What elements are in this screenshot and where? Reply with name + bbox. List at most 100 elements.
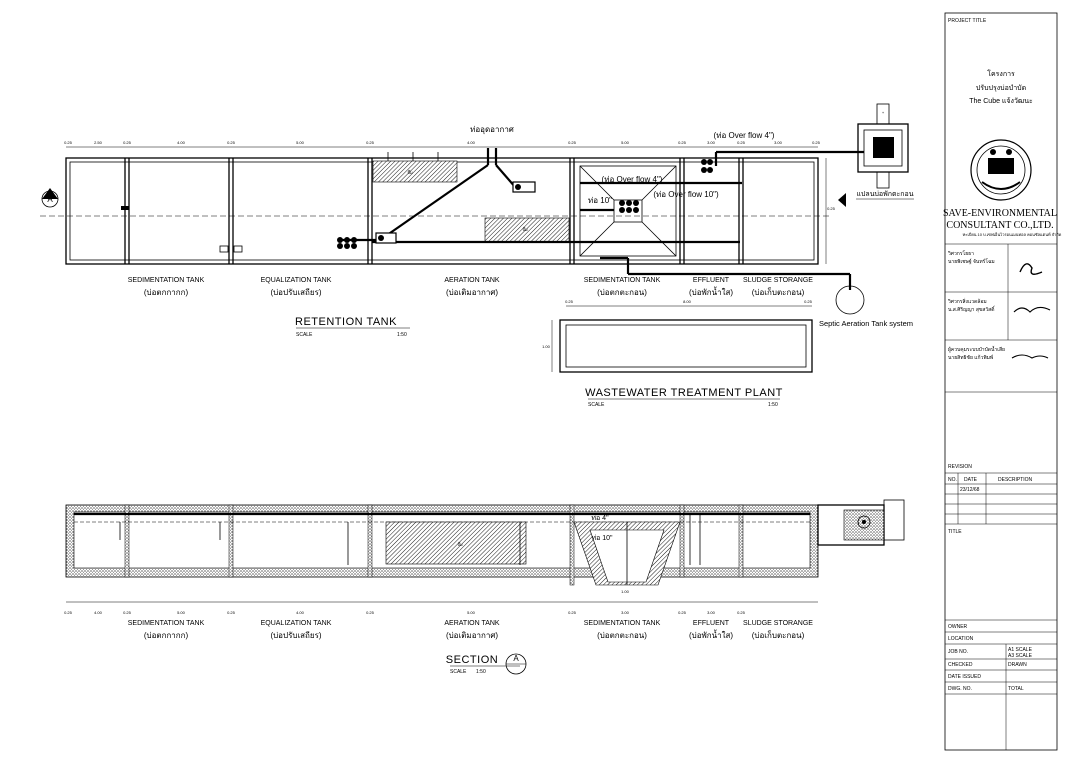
signature-env-engineer [1013, 306, 1051, 313]
dimension-label: 5.00 [177, 610, 186, 615]
svg-text:0.25: 0.25 [565, 299, 574, 304]
svg-text:1.00: 1.00 [621, 589, 630, 594]
dimension-label: 0.25 [568, 140, 577, 145]
plan-pipes [340, 148, 864, 290]
svg-text:ท่อ 4": ท่อ 4" [591, 515, 609, 522]
svg-text:ปั๊ม: ปั๊ม [522, 226, 528, 232]
retention-tank-plan: 0.25 2.50 0.25 4.00 0.25 5.00 0.25 4.00 0.25 5.00… [40, 103, 914, 338]
aeration-diffuser-block [372, 160, 458, 183]
tank-name-label: EQUALIZATION TANK [261, 277, 332, 284]
svg-text:ปั๊ม: ปั๊ม [407, 169, 413, 175]
dimension-label: 5.00 [621, 140, 630, 145]
dimension-label: 0.25 [64, 610, 73, 615]
svg-text:ทะเบียน 10 บ.เซฟเอ็นไวรอนเมนทอ: ทะเบียน 10 บ.เซฟเอ็นไวรอนเมนทอล คอนซัลแต… [963, 231, 1062, 237]
tank-name-label: SEDIMENTATION TANK [128, 277, 205, 284]
svg-text:Septic Aeration Tank system: Septic Aeration Tank system [819, 319, 913, 328]
svg-text:ปั๊ม: ปั๊ม [457, 541, 463, 547]
svg-text:WASTEWATER TREATMENT PLANT: WASTEWATER TREATMENT PLANT [585, 387, 783, 399]
plan-tank-labels: SEDIMENTATION TANK(บ่อตกกากก)EQUALIZATIO… [128, 277, 814, 297]
dimension-label: 0.25 [123, 610, 132, 615]
pump-icon [121, 159, 713, 253]
dimension-label: 0.25 [737, 140, 746, 145]
svg-text:โครงการ: โครงการ [987, 69, 1015, 78]
svg-text:A1 SCALE: A1 SCALE [1008, 647, 1033, 653]
dimension-label: 4.00 [467, 140, 476, 145]
section-arrow-right [838, 193, 846, 207]
svg-text:ท่อ 10": ท่อ 10" [591, 535, 613, 542]
title-block: PROJECT TITLE โครงการ ปรับปรุงบ่อบำบัด T… [943, 12, 1062, 751]
svg-text:1.00: 1.00 [542, 344, 551, 349]
dimension-label: 3.00 [707, 140, 716, 145]
dimension-label: 0.25 [568, 610, 577, 615]
svg-text:ผู้ควบคุมระบบบำบัดน้ำเสีย: ผู้ควบคุมระบบบำบัดน้ำเสีย [948, 344, 1005, 353]
svg-text:วิศวกรสิ่งแวดล้อม: วิศวกรสิ่งแวดล้อม [948, 298, 987, 305]
svg-text:ท่ออุดอากาศ: ท่ออุดอากาศ [470, 125, 514, 134]
svg-text:SAVE-ENVIRONMENTAL: SAVE-ENVIRONMENTAL [943, 208, 1057, 219]
dimension-label: 0.25 [737, 610, 746, 615]
svg-text:JOB NO.: JOB NO. [948, 649, 968, 655]
tank-thai-label: (บ่อตกตะกอน) [597, 631, 647, 640]
tank-name-label: EFFLUENT [693, 620, 730, 627]
dimension-label: 4.00 [296, 610, 305, 615]
svg-text:8.00: 8.00 [683, 299, 692, 304]
dimension-label: 0.25 [366, 140, 375, 145]
svg-text:SECTION: SECTION [446, 654, 498, 666]
svg-text:CHECKED: CHECKED [948, 662, 973, 668]
tank-thai-label: (บ่อตกกากก) [144, 631, 189, 640]
tank-name-label: SEDIMENTATION TANK [584, 277, 661, 284]
svg-text:วิศวกรโยธา: วิศวกรโยธา [948, 250, 974, 257]
dimension-label: 5.00 [296, 140, 305, 145]
svg-text:DATE: DATE [964, 477, 978, 483]
dimension-label: 3.00 [774, 140, 783, 145]
section-tank-labels: SEDIMENTATION TANK(บ่อตกกากก)EQUALIZATIO… [128, 620, 814, 640]
tank-name-label: SEDIMENTATION TANK [128, 620, 205, 627]
svg-text:แปลนบ่อพักตะกอน: แปลนบ่อพักตะกอน [856, 190, 913, 198]
tank-name-label: SLUDGE STORANGE [743, 277, 813, 284]
dimension-label: 3.00 [621, 610, 630, 615]
plan-partitions [124, 158, 744, 264]
svg-text:LOCATION: LOCATION [948, 636, 974, 642]
tank-name-label: SLUDGE STORANGE [743, 620, 813, 627]
svg-text:DESCRIPTION: DESCRIPTION [998, 477, 1033, 483]
tank-thai-label: (บ่อตกตะกอน) [597, 288, 647, 297]
svg-text:SCALE: SCALE [296, 332, 313, 338]
svg-text:REVISION: REVISION [948, 464, 972, 470]
svg-text:RETENTION TANK: RETENTION TANK [295, 316, 397, 328]
svg-text:DWG. NO.: DWG. NO. [948, 686, 972, 692]
svg-text:(ท่อ Over flow 10"): (ท่อ Over flow 10") [653, 190, 719, 199]
septic-tank-plan: + [857, 103, 909, 189]
signature-controller [1011, 354, 1049, 359]
dimension-label: 0.25 [366, 610, 375, 615]
dimension-label: 4.00 [177, 140, 186, 145]
svg-text:SCALE: SCALE [450, 669, 467, 675]
svg-text:1:50: 1:50 [397, 332, 407, 338]
svg-text:DRAWN: DRAWN [1008, 662, 1027, 668]
dimension-label: 0.25 [227, 140, 236, 145]
svg-text:23/12/68: 23/12/68 [960, 487, 980, 493]
svg-text:(ท่อ Over flow 4"): (ท่อ Over flow 4") [602, 175, 663, 184]
section-septic-tank [817, 499, 905, 546]
tank-name-label: EFFLUENT [693, 277, 730, 284]
tank-thai-label: (บ่อเก็บตะกอน) [752, 287, 805, 297]
svg-text:CONSULTANT CO.,LTD.: CONSULTANT CO.,LTD. [946, 220, 1053, 231]
svg-text:A3 SCALE: A3 SCALE [1008, 653, 1033, 659]
signature-engineer [1019, 263, 1043, 275]
svg-text:DATE ISSUED: DATE ISSUED [948, 674, 981, 680]
svg-text:A: A [47, 195, 53, 204]
svg-text:SCALE: SCALE [588, 402, 605, 408]
svg-text:1:50: 1:50 [476, 669, 486, 675]
svg-text:น.ส.ศิริญญา สุขสวัสดิ์: น.ส.ศิริญญา สุขสวัสดิ์ [948, 305, 996, 313]
dimension-label: 4.00 [94, 610, 103, 615]
svg-text:NO.: NO. [948, 477, 957, 483]
tank-name-label: AERATION TANK [444, 620, 500, 627]
svg-text:OWNER: OWNER [948, 624, 968, 630]
dimension-label: 3.00 [707, 610, 716, 615]
svg-text:+: + [882, 110, 885, 115]
dimension-label: 0.25 [678, 610, 687, 615]
dimension-label: 2.50 [94, 140, 103, 145]
tank-thai-label: (บ่อเติมอากาศ) [446, 631, 498, 640]
svg-text:ปรับปรุงบ่อบำบัด: ปรับปรุงบ่อบำบัด [976, 84, 1026, 92]
dimension-label: 5.00 [467, 610, 476, 615]
svg-text:TOTAL: TOTAL [1008, 686, 1024, 692]
